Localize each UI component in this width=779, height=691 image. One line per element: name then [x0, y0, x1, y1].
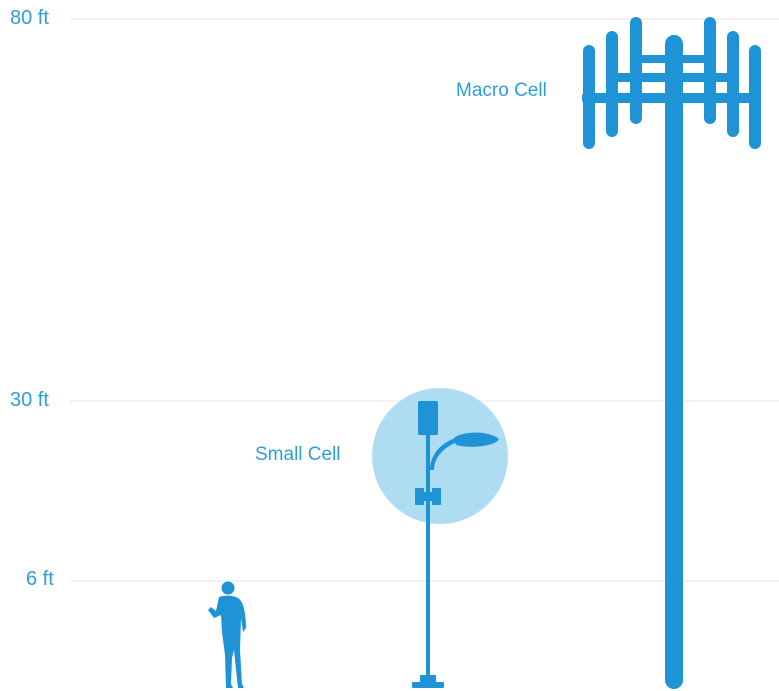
macro-cell-tower-icon [582, 17, 761, 689]
height-label-6ft: 6 ft [26, 568, 54, 590]
small-cell-label: Small Cell [255, 444, 341, 465]
height-label-80ft: 80 ft [10, 7, 49, 29]
height-label-30ft: 30 ft [10, 389, 49, 411]
small-cell-streetlight-icon [412, 401, 499, 688]
small-cell-highlight [372, 388, 508, 524]
person-icon [208, 581, 246, 688]
macro-cell-label: Macro Cell [456, 80, 547, 101]
